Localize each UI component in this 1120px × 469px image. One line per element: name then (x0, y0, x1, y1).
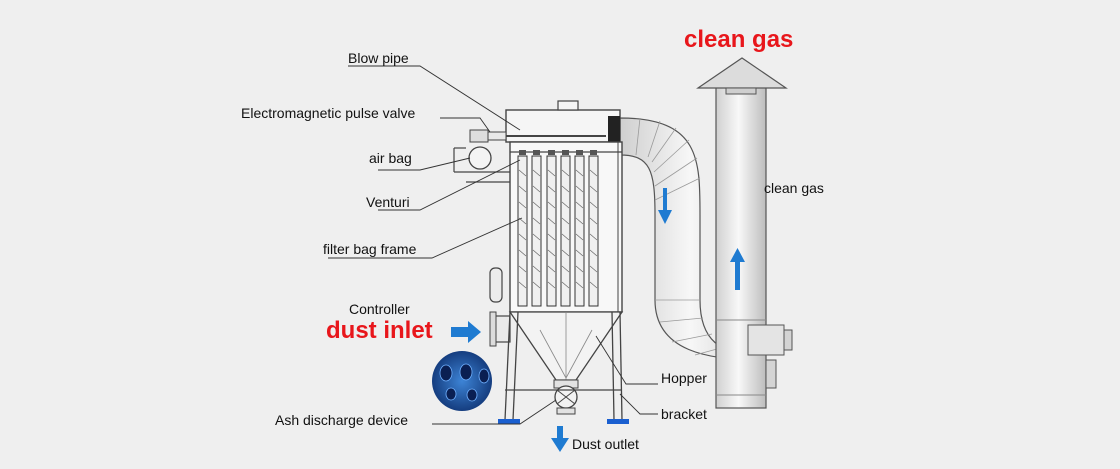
label-dust-inlet: dust inlet (326, 317, 433, 344)
label-ash-discharge: Ash discharge device (275, 412, 409, 428)
label-clean-gas-side: clean gas (764, 180, 824, 196)
filter-bags (517, 155, 599, 307)
label-blow-pipe: Blow pipe (348, 50, 409, 66)
duct-down-arrow-icon (658, 188, 672, 224)
leader-lines (328, 65, 658, 425)
bracket-foot-left (498, 419, 520, 424)
chimney-stack (696, 57, 793, 409)
bracket-foot-right (607, 419, 629, 424)
flow-arrows (451, 188, 745, 452)
filter-bag-photo (432, 351, 492, 411)
chimney-up-arrow-icon (730, 248, 745, 290)
label-venturi: Venturi (366, 194, 410, 210)
label-hopper: Hopper (661, 370, 707, 386)
label-controller: Controller (349, 301, 410, 317)
label-air-bag: air bag (369, 150, 412, 166)
inlet-arrow-icon (451, 321, 481, 343)
label-pulse-valve: Electromagnetic pulse valve (241, 105, 416, 121)
label-dust-outlet: Dust outlet (572, 436, 639, 452)
collector-housing (453, 100, 629, 424)
label-filter-bag-frame: filter bag frame (323, 241, 417, 257)
label-bracket: bracket (661, 406, 707, 422)
label-clean-gas-top: clean gas (684, 26, 794, 53)
outlet-arrow-icon (551, 426, 569, 452)
